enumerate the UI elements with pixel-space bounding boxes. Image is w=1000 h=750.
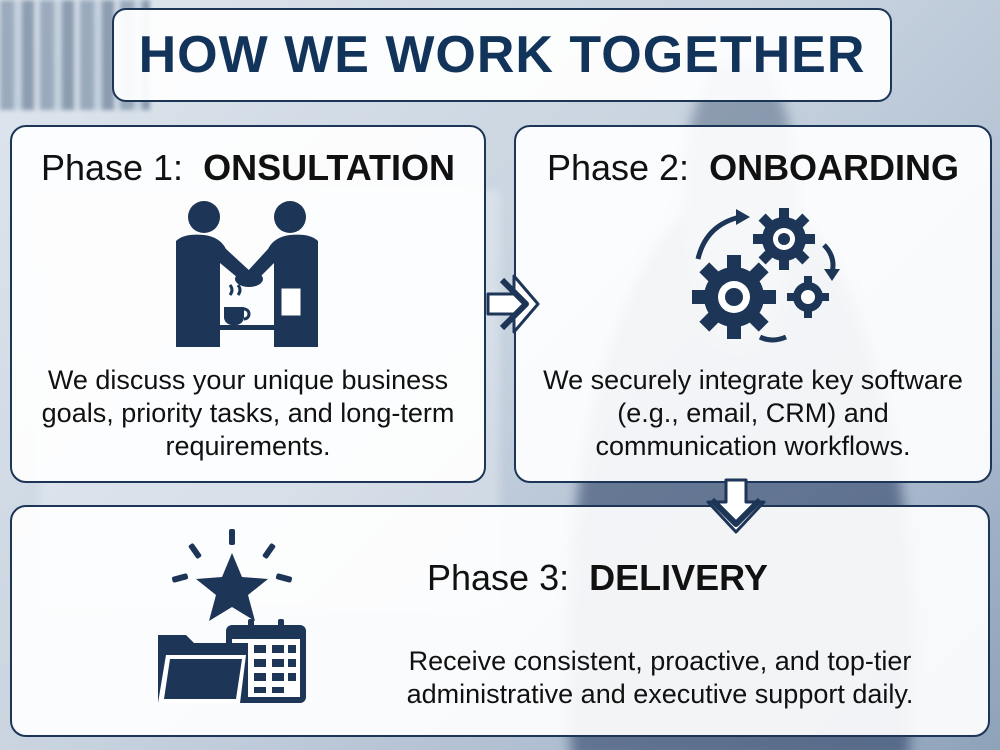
phase-3-name: DELIVERY bbox=[589, 557, 768, 598]
arrow-down-icon bbox=[700, 478, 772, 536]
phase-3-prefix: Phase 3: bbox=[427, 557, 569, 598]
arrow-right-icon bbox=[484, 268, 542, 340]
title-banner: HOW WE WORK TOGETHER bbox=[112, 8, 892, 102]
phase-2-title: Phase 2: ONBOARDING bbox=[516, 147, 990, 189]
phase-2-description: We securely integrate key software (e.g.… bbox=[516, 364, 990, 463]
star-folder-calendar-icon bbox=[152, 527, 312, 707]
phase-1-description: We discuss your unique business goals, p… bbox=[12, 364, 484, 463]
phase-2-prefix: Phase 2: bbox=[547, 147, 689, 188]
phase-3-description: Receive consistent, proactive, and top-t… bbox=[352, 645, 968, 711]
phase-2-card: Phase 2: ONBOARDING bbox=[514, 125, 992, 483]
phase-1-title: Phase 1: ONSULTATION bbox=[12, 147, 484, 189]
phase-3-title: Phase 3: DELIVERY bbox=[427, 557, 768, 599]
phase-2-name: ONBOARDING bbox=[709, 147, 959, 188]
phase-1-card: Phase 1: ONSULTATION We discuss your uni… bbox=[10, 125, 486, 483]
page-title: HOW WE WORK TOGETHER bbox=[139, 25, 866, 85]
phase-1-name: ONSULTATION bbox=[203, 147, 455, 188]
handshake-meeting-icon bbox=[162, 199, 332, 349]
phase-3-card: Phase 3: DELIVERY Receive consistent, pr… bbox=[10, 505, 990, 737]
phase-1-prefix: Phase 1: bbox=[41, 147, 183, 188]
gears-cycle-icon bbox=[676, 197, 846, 347]
